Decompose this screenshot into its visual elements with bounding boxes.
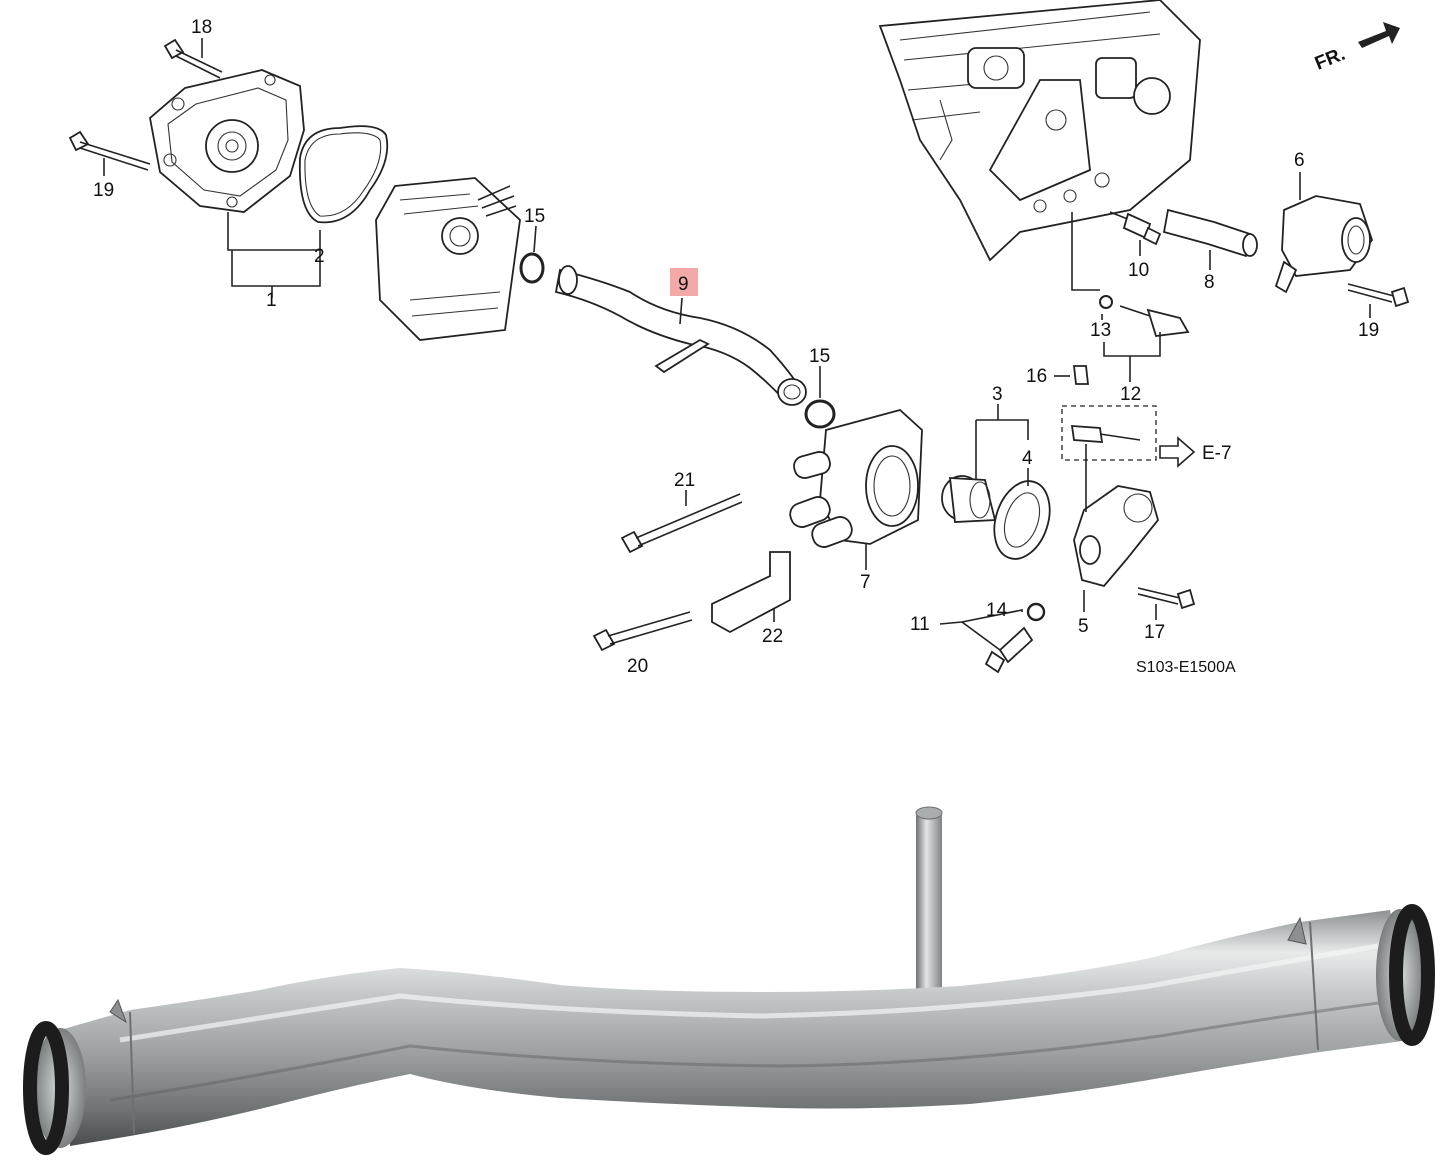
callout-numbers: 18 19 2 1 15 9 15 21 7 22 20 3 4 16 5 17… [93, 17, 1379, 677]
callout-15-lower: 15 [809, 346, 830, 367]
front-direction-indicator: FR. [1312, 22, 1400, 75]
bolt-16 [1072, 365, 1090, 385]
thermostat-3 [941, 475, 997, 523]
callout-16: 16 [1026, 366, 1047, 387]
water-pump-assembly [149, 69, 305, 213]
callout-12: 12 [1120, 384, 1141, 405]
callout-17: 17 [1144, 622, 1165, 643]
leader-lines [103, 38, 1371, 651]
pipe-clip-right [1287, 916, 1307, 945]
bolt-18 [163, 38, 223, 79]
callout-5: 5 [1078, 616, 1089, 637]
callout-15-upper: 15 [524, 206, 545, 227]
callout-7: 7 [860, 572, 871, 593]
bolt-19-right [1347, 283, 1410, 308]
washer-14 [1026, 602, 1046, 622]
front-label: FR. [1312, 44, 1348, 75]
sensor-10 [1109, 211, 1162, 246]
callout-8: 8 [1204, 272, 1215, 293]
callout-21: 21 [674, 470, 695, 491]
water-pipe-9-drawing [554, 265, 807, 406]
callout-22: 22 [762, 626, 783, 647]
o-ring-15-lower [804, 399, 836, 429]
front-arrow-icon [1358, 22, 1400, 48]
water-outlet-5 [1073, 485, 1159, 588]
o-ring-15-upper [519, 252, 545, 284]
callout-19-left: 19 [93, 180, 114, 201]
pipe-body [60, 910, 1410, 1146]
callout-20: 20 [627, 656, 648, 677]
callout-9: 9 [678, 274, 689, 295]
connector-pipe-8 [1162, 208, 1258, 258]
reference-label: E-7 [1202, 443, 1232, 464]
sensor-11 [984, 626, 1034, 674]
pipe-photo [23, 806, 1435, 1155]
pipe-bleeder-stub [916, 812, 942, 998]
bracket-22 [711, 551, 791, 634]
thermostat-gasket-4 [993, 480, 1051, 560]
washer-13 [1099, 295, 1113, 309]
bolt-17 [1137, 587, 1196, 610]
bolt-21 [620, 493, 743, 554]
callout-2: 2 [314, 246, 325, 267]
callout-1: 1 [266, 290, 277, 311]
engine-block-section [375, 177, 521, 341]
bolt-20 [592, 611, 693, 652]
callout-4: 4 [1022, 448, 1033, 469]
callout-19-right: 19 [1358, 320, 1379, 341]
bolt-19-left [68, 130, 151, 171]
callout-18: 18 [191, 17, 212, 38]
pipe-left-seal [23, 1021, 69, 1155]
pipe-right-seal [1389, 904, 1435, 1046]
callout-11: 11 [910, 614, 930, 635]
callout-3: 3 [992, 384, 1003, 405]
pipe-clip-left [109, 998, 127, 1024]
callout-14: 14 [986, 600, 1008, 621]
water-pump-gasket [298, 125, 389, 224]
engine-head-section [878, 0, 1201, 262]
reference-arrow-icon [1159, 436, 1196, 468]
callout-6: 6 [1294, 150, 1305, 171]
sensor-12 [1119, 305, 1190, 337]
diagram-code: S103-E1500A [1136, 659, 1236, 676]
wire-terminal-reference: E-7 [1061, 405, 1232, 468]
callout-10: 10 [1128, 260, 1149, 281]
thermostat-housing-7 [789, 409, 923, 548]
callout-13: 13 [1090, 320, 1111, 341]
water-passage-6 [1274, 195, 1374, 294]
highlight-box-9 [670, 268, 698, 296]
